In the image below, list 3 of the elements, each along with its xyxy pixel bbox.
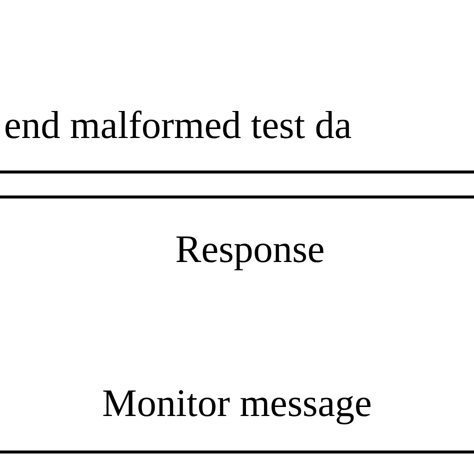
message-label: Monitor message [102,384,372,423]
message-label: end malformed test da [4,106,352,145]
message-label: Response [175,230,325,269]
